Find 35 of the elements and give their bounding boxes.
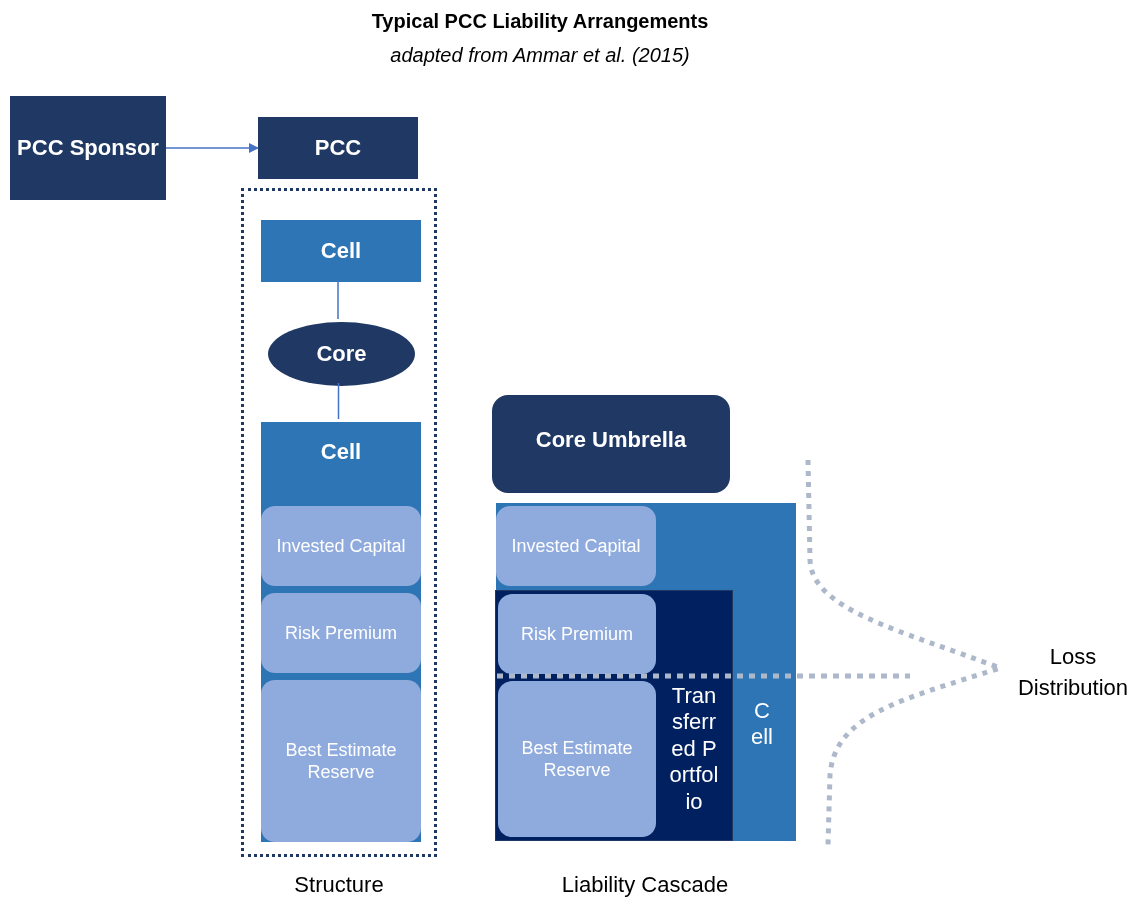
node-label: Invested Capital bbox=[276, 534, 406, 558]
cell-panel bbox=[261, 422, 421, 842]
text-label: Loss Distribution bbox=[1016, 643, 1129, 702]
diagram-title: Typical PCC Liability Arrangements bbox=[370, 10, 710, 33]
node-label: PCC Sponsor bbox=[17, 134, 159, 162]
text-label: Liability Cascade bbox=[560, 871, 730, 899]
process-box bbox=[10, 96, 166, 200]
frame-caption: Structure bbox=[293, 872, 385, 898]
arrow bbox=[165, 143, 259, 153]
portfolio-box bbox=[495, 590, 733, 841]
node-label: Cell bbox=[750, 698, 774, 751]
node-label: Core bbox=[316, 340, 367, 368]
node-label: Risk Premium bbox=[521, 622, 633, 646]
rounded-box bbox=[496, 506, 656, 586]
node-label: Best Estimate Reserve bbox=[520, 736, 634, 782]
connector-line bbox=[337, 278, 339, 320]
cell-panel bbox=[496, 503, 796, 841]
node-label: Invested Capital bbox=[511, 534, 641, 558]
process-box bbox=[258, 117, 418, 179]
node-label: Core Umbrella bbox=[535, 426, 687, 454]
rounded-box bbox=[498, 681, 656, 837]
diagram-subtitle: adapted from Ammar et al. (2015) bbox=[389, 44, 691, 67]
rounded-box bbox=[498, 594, 656, 674]
rounded-box bbox=[261, 593, 421, 673]
node-label: Best Estimate Reserve bbox=[284, 738, 398, 784]
node-label: PCC bbox=[314, 134, 362, 162]
node-label: Cell bbox=[320, 438, 362, 466]
node-label: Risk Premium bbox=[285, 621, 397, 645]
node-label: Cell bbox=[320, 237, 362, 265]
rounded-box bbox=[261, 680, 421, 842]
process-box bbox=[261, 220, 421, 282]
node-label: Transferred Portfolio bbox=[668, 683, 720, 815]
rounded-box bbox=[492, 395, 730, 493]
connector-line bbox=[337, 382, 340, 420]
rounded-box bbox=[261, 506, 421, 586]
